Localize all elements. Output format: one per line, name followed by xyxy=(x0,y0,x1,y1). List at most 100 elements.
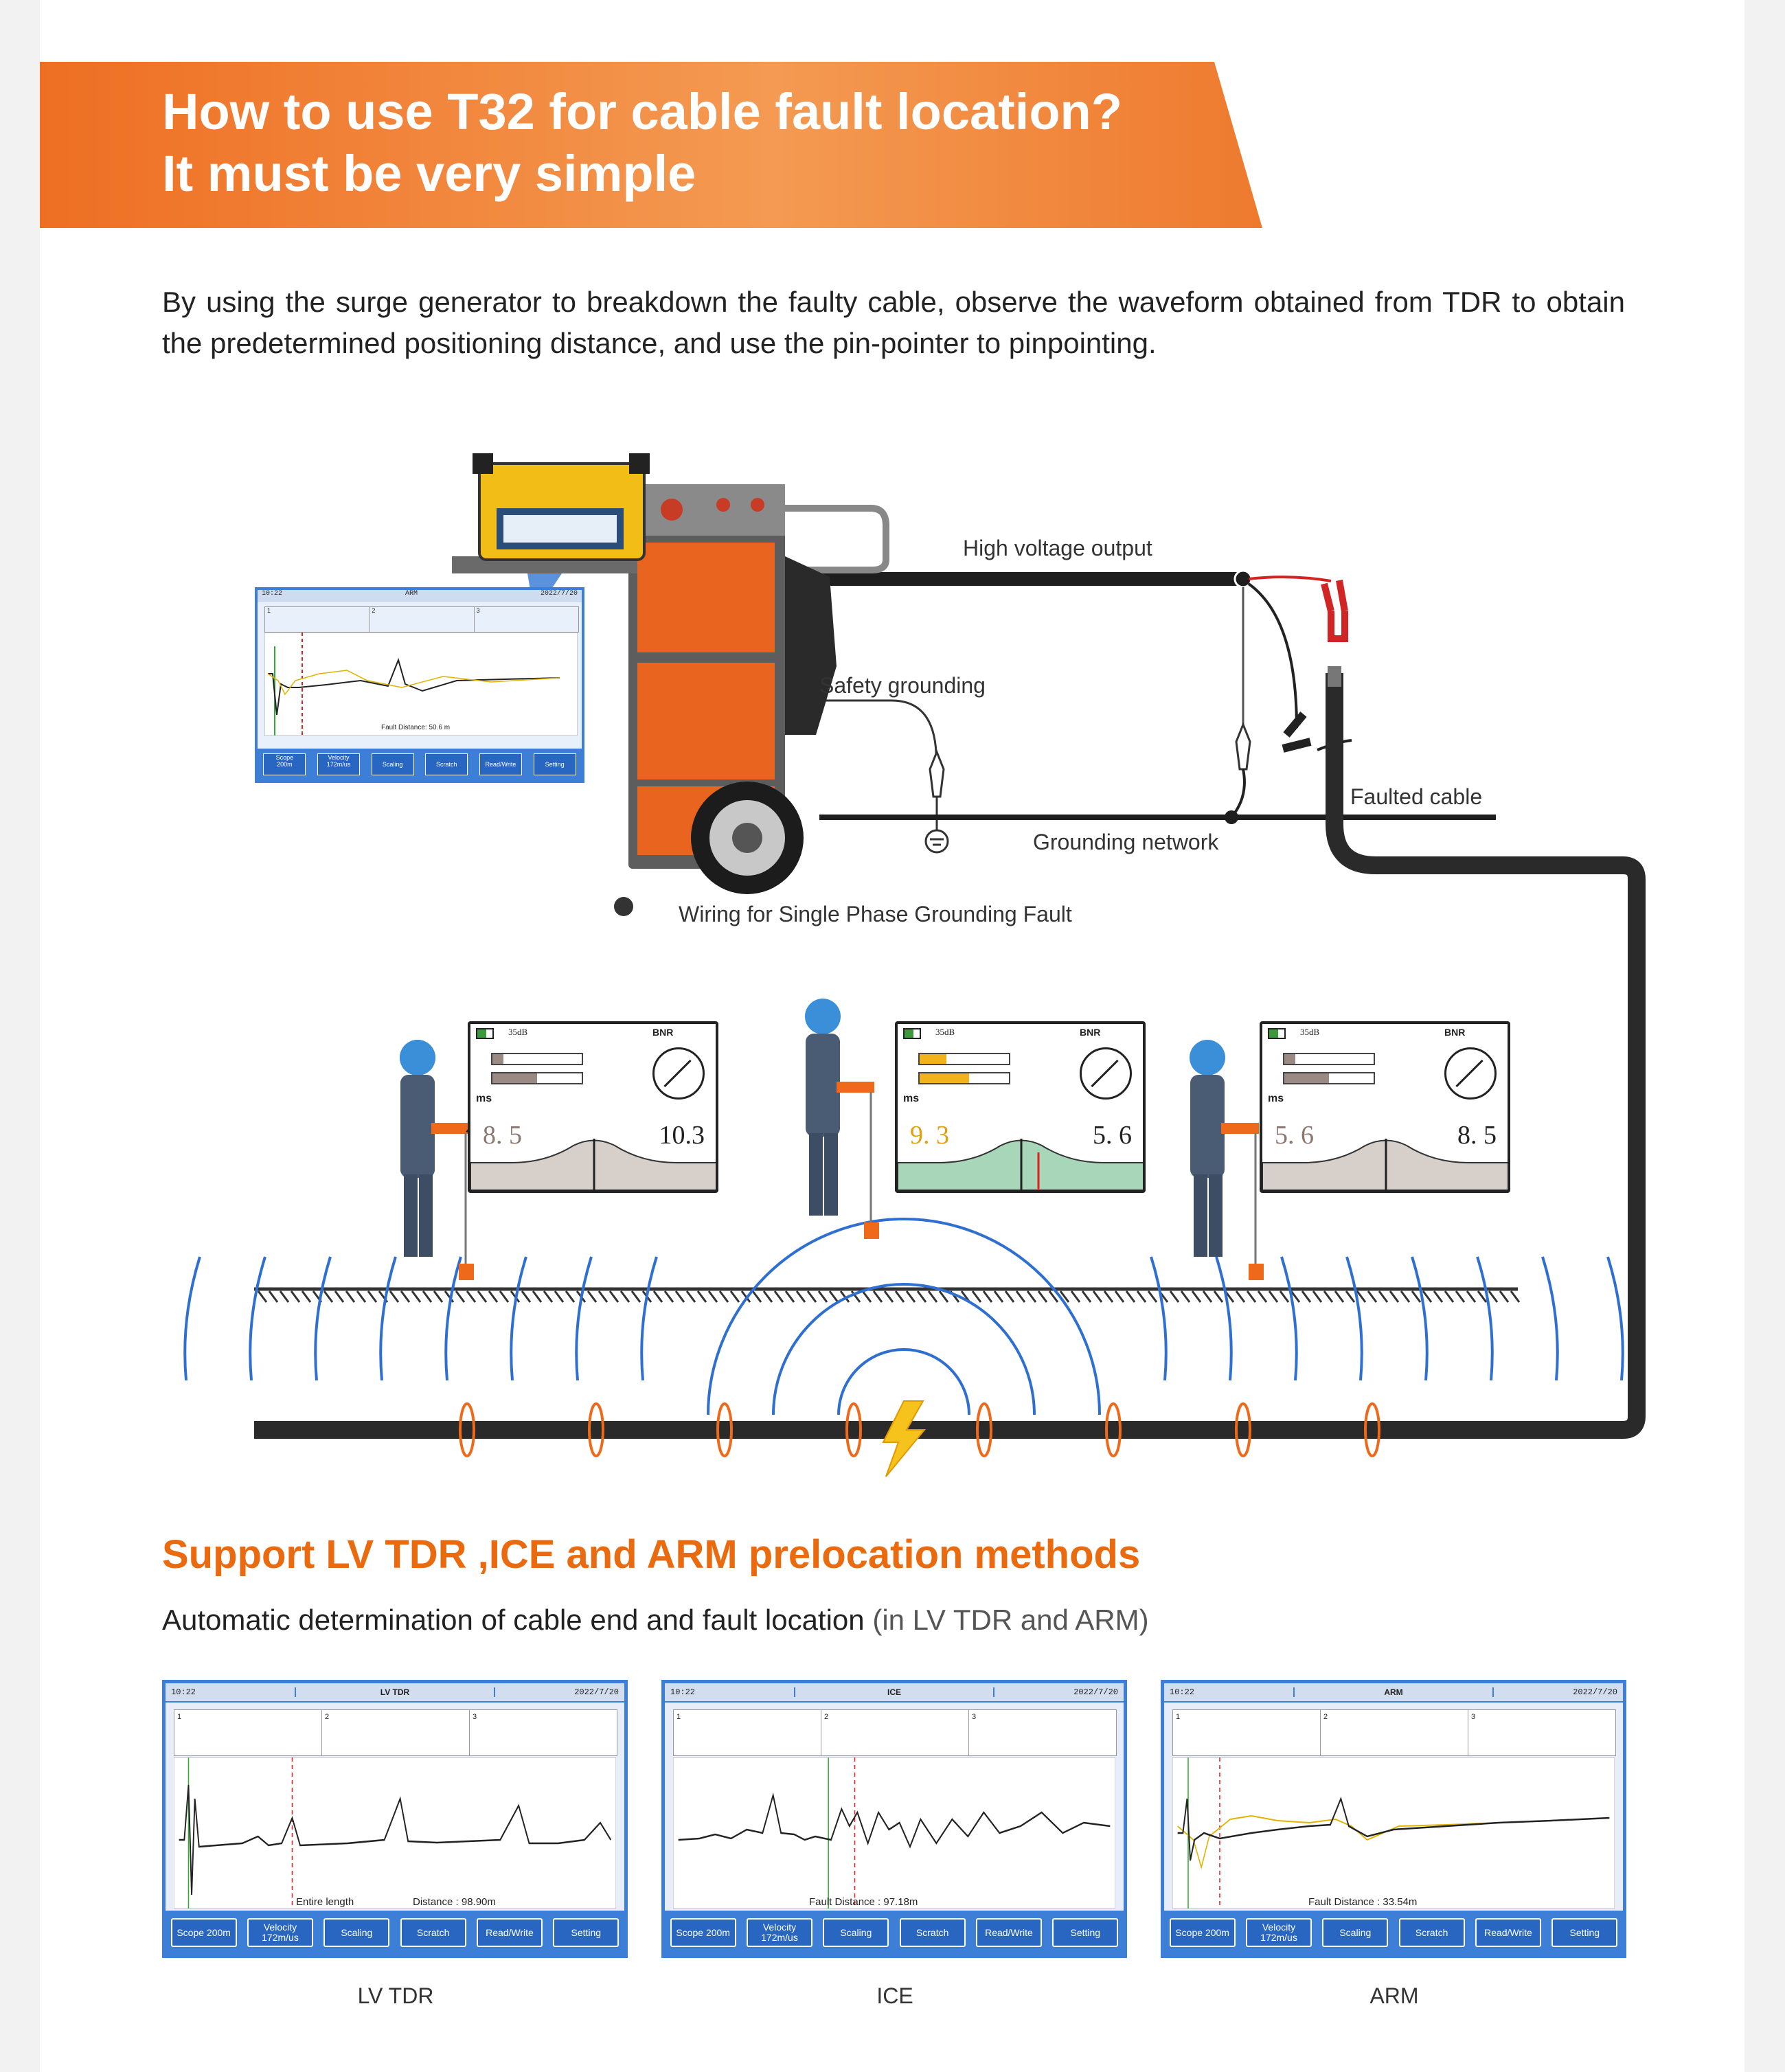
screen-button-4[interactable]: Read/Write xyxy=(975,1918,1042,1947)
screen-caption: ICE xyxy=(876,1983,913,2008)
screen-date: 2022/7/20 xyxy=(574,1687,619,1697)
pin-curve xyxy=(470,1139,716,1190)
screen-time: 10:22 xyxy=(1164,1687,1295,1697)
screen-button-label: Setting xyxy=(1070,1926,1101,1938)
screen-button-5[interactable]: Setting xyxy=(553,1918,619,1947)
page-title-line1: How to use T32 for cable fault location? xyxy=(162,83,1122,140)
screen-button-label: Read/Write xyxy=(985,1926,1033,1938)
header-banner: How to use T32 for cable fault location?… xyxy=(40,62,1262,228)
screen-button-label: Scope 200m xyxy=(676,1926,730,1938)
screen-result: Distance : 98.90m xyxy=(413,1896,496,1908)
screen-button-label: Read/Write xyxy=(486,1926,534,1938)
screen-button-label: Velocity 172m/us xyxy=(1260,1922,1297,1943)
screen-button-4[interactable]: Read/Write xyxy=(1475,1918,1541,1947)
compass-icon xyxy=(1080,1047,1132,1100)
screen-button-label: Scratch xyxy=(916,1926,949,1938)
screen-button-0[interactable]: Scope 200m xyxy=(1169,1918,1236,1947)
pin-db: 35dB xyxy=(508,1027,528,1037)
screen-marker-3: 3 xyxy=(473,1713,477,1721)
pin-db: 35dB xyxy=(935,1027,955,1037)
screen-button-label: Scaling xyxy=(840,1926,872,1938)
inset-marker2: 2 xyxy=(369,607,475,632)
screen-result: Fault Distance : 33.54m xyxy=(1308,1896,1418,1908)
screen-marker-1: 1 xyxy=(1173,1710,1321,1755)
level-bar-2 xyxy=(1283,1072,1375,1084)
screen-button-label: Read/Write xyxy=(1484,1926,1532,1938)
section2-subtitle-main: Automatic determination of cable end and… xyxy=(162,1604,865,1636)
inset-marker3: 3 xyxy=(476,607,480,614)
diagram-caption: Wiring for Single Phase Grounding Fault xyxy=(679,902,1072,926)
pin-right-value: 5. 6 xyxy=(1093,1121,1132,1150)
screen-button-2[interactable]: Scaling xyxy=(823,1918,889,1947)
screen-marker-2: 2 xyxy=(1321,1710,1468,1755)
screen-time: 10:22 xyxy=(166,1687,296,1697)
battery-icon xyxy=(1268,1028,1286,1039)
wiring-diagram xyxy=(183,453,1646,1477)
level-bar-1 xyxy=(1283,1053,1375,1065)
screen-caption: ARM xyxy=(1369,1983,1419,2008)
pin-bnr: BNR xyxy=(652,1027,674,1038)
inset-waveform xyxy=(264,633,578,736)
inset-button-setting[interactable]: Setting xyxy=(533,753,576,775)
pin-bnr: BNR xyxy=(1444,1027,1466,1038)
page-title-line2: It must be very simple xyxy=(162,145,696,202)
screen-button-5[interactable]: Setting xyxy=(1551,1918,1618,1947)
level-bar-2 xyxy=(918,1072,1010,1084)
pinpointer-screen: 35dB BNR ms 8. 5 10.3 xyxy=(468,1021,718,1193)
screen-button-label: Scaling xyxy=(1339,1926,1372,1938)
screen-button-3[interactable]: Scratch xyxy=(899,1918,966,1947)
inset-date: 2022/7/20 xyxy=(540,590,578,597)
instrument-screen-ice: 10:22 ICE 2022/7/20 1 2 3 Fault Distance… xyxy=(661,1680,1127,1958)
screen-button-label: Setting xyxy=(571,1926,602,1938)
inset-button-scratch[interactable]: Scratch xyxy=(425,753,468,775)
screen-mode: ICE xyxy=(795,1687,994,1697)
screen-button-1[interactable]: Velocity 172m/us xyxy=(247,1918,313,1947)
screen-button-0[interactable]: Scope 200m xyxy=(670,1918,736,1947)
inset-mode: ARM xyxy=(405,590,418,597)
pin-ms: ms xyxy=(476,1093,492,1104)
pin-curve xyxy=(898,1139,1143,1190)
screen-button-label: Scratch xyxy=(416,1926,450,1938)
screen-button-1[interactable]: Velocity 172m/us xyxy=(1245,1918,1312,1947)
section2-title: Support LV TDR ,ICE and ARM prelocation … xyxy=(162,1532,1141,1577)
screen-button-4[interactable]: Read/Write xyxy=(476,1918,543,1947)
screen-button-1[interactable]: Velocity 172m/us xyxy=(746,1918,812,1947)
screen-button-5[interactable]: Setting xyxy=(1052,1918,1119,1947)
screen-result-label: Entire length xyxy=(296,1896,354,1908)
screen-date: 2022/7/20 xyxy=(1073,1687,1118,1697)
screen-button-0[interactable]: Scope 200m xyxy=(170,1918,237,1947)
screen-button-3[interactable]: Scratch xyxy=(1398,1918,1465,1947)
device-screen-inset: 10:22 ARM 2022/7/20 1 2 3 Fault Distance… xyxy=(255,587,584,783)
inset-button-scaling[interactable]: Scaling xyxy=(371,753,414,775)
battery-icon xyxy=(903,1028,921,1039)
level-bar-2 xyxy=(491,1072,583,1084)
screen-button-2[interactable]: Scaling xyxy=(1322,1918,1389,1947)
screen-button-label: Scratch xyxy=(1415,1926,1448,1938)
instrument-screen-arm: 10:22 ARM 2022/7/20 1 2 3 Fault Distance… xyxy=(1161,1680,1626,1958)
screen-date: 2022/7/20 xyxy=(1573,1687,1617,1697)
screen-marker-1: 1 xyxy=(674,1710,821,1755)
pin-left-value: 9. 3 xyxy=(910,1121,949,1150)
pin-db: 35dB xyxy=(1300,1027,1320,1037)
pin-right-value: 10.3 xyxy=(659,1121,705,1150)
screen-marker-3: 3 xyxy=(972,1713,977,1721)
screen-button-label: Scaling xyxy=(341,1926,373,1938)
screen-marker-3: 3 xyxy=(1471,1713,1476,1721)
pinpointer-screen: 35dB BNR ms 9. 3 5. 6 xyxy=(895,1021,1146,1193)
screen-button-3[interactable]: Scratch xyxy=(400,1918,466,1947)
label-high-voltage: High voltage output xyxy=(963,536,1152,560)
level-bar-1 xyxy=(491,1053,583,1065)
pin-ms: ms xyxy=(903,1093,920,1104)
pin-right-value: 8. 5 xyxy=(1457,1121,1497,1150)
section2-subtitle-note: (in LV TDR and ARM) xyxy=(872,1604,1149,1636)
screen-result: Fault Distance : 97.18m xyxy=(809,1896,918,1908)
inset-result: Fault Distance: 50.6 m xyxy=(381,724,451,731)
screen-button-2[interactable]: Scaling xyxy=(323,1918,390,1947)
level-bar-1 xyxy=(918,1053,1010,1065)
label-grounding-network: Grounding network xyxy=(1033,830,1219,854)
label-faulted-cable: Faulted cable xyxy=(1350,784,1483,809)
pin-ms: ms xyxy=(1268,1093,1284,1104)
inset-button-readwrite[interactable]: Read/Write xyxy=(479,753,522,775)
